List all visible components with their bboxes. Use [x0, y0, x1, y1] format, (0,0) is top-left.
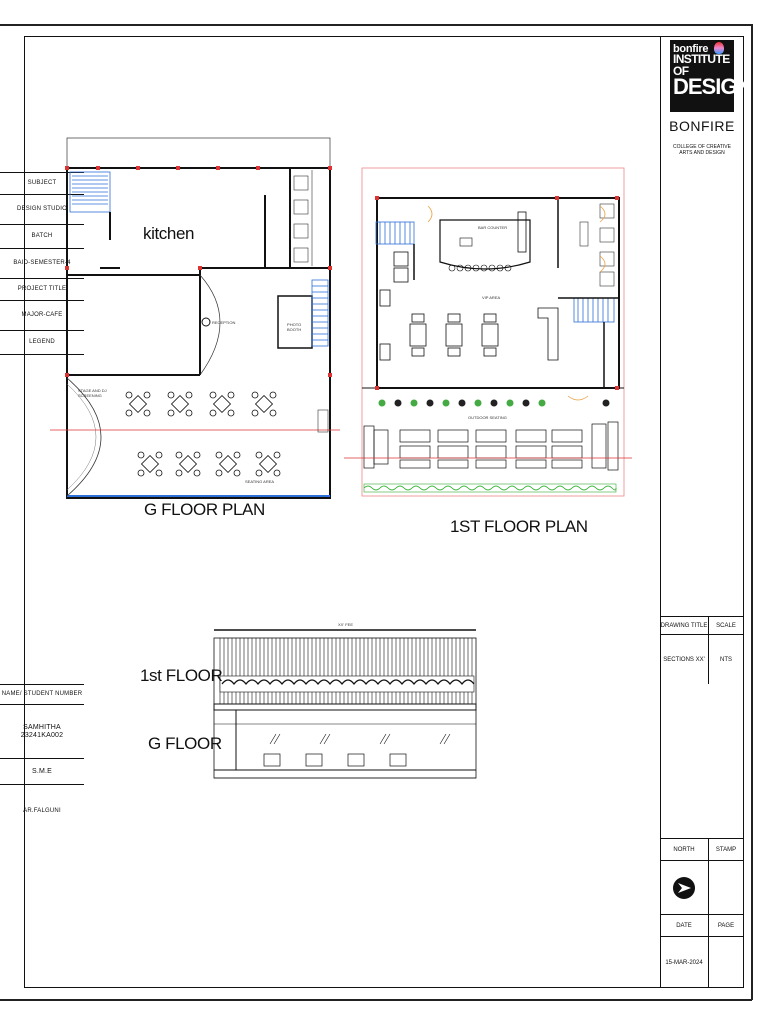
reception-label: RECEPTION: [212, 320, 236, 325]
institute-logo: bonfire INSTITUTE OF DESIGN: [670, 40, 752, 112]
bar-counter-label: BAR COUNTER: [478, 225, 508, 230]
scale-value: NTS: [708, 634, 744, 684]
section-mark: XX' FEE: [338, 622, 353, 627]
legend-label: LEGEND: [0, 330, 84, 354]
date-value: 15-MAR-2024: [660, 936, 708, 988]
hedge-bottom: [363, 483, 617, 493]
stamp-label: STAMP: [708, 838, 744, 860]
section-ground-floor-label: G FLOOR: [148, 734, 222, 753]
page-label: PAGE: [708, 914, 744, 936]
north-label: NORTH: [660, 838, 708, 860]
sme-value: AR.FALGUNI: [0, 784, 84, 838]
project-title-label: PROJECT TITLE: [0, 278, 84, 300]
north-arrow-cell: [660, 860, 708, 914]
first-floor-title: 1ST FLOOR PLAN: [450, 517, 588, 536]
divider: [708, 838, 709, 988]
drawing-title-value: SECTIONS XX': [660, 634, 708, 684]
sheet-border-right: [751, 24, 753, 1000]
student-info: SAMHITHA 23241KA002: [0, 704, 84, 758]
batch-value: BAID-SEMESTER-4: [0, 248, 84, 278]
divider: [708, 616, 709, 684]
outdoor-seating-label: OUTDOOR SEATING: [468, 415, 507, 420]
legend-area: [0, 354, 84, 616]
vip-area-label: VIP AREA: [482, 295, 501, 300]
ground-floor-title: G FLOOR PLAN: [144, 500, 265, 519]
batch-label: BATCH: [0, 224, 84, 248]
brand-name: BONFIRE: [669, 118, 735, 134]
stamp-cell: [708, 860, 744, 914]
ground-tables: [125, 391, 281, 477]
title-block: [660, 36, 744, 988]
flame-icon: [714, 42, 724, 54]
brand-subtitle: COLLEGE OF CREATIVE ARTS AND DESIGN: [673, 144, 731, 156]
seating-area-label: SEATING AREA: [245, 479, 275, 484]
kitchen-label: kitchen: [143, 224, 195, 243]
student-label: NAME/ STUDENT NUMBER: [0, 684, 84, 704]
planters-top: [378, 399, 610, 407]
subject-label: SUBJECT: [0, 172, 84, 194]
sheet-border-top: [0, 24, 752, 26]
subject-value: DESIGN STUDIO: [0, 194, 84, 224]
north-arrow-icon: [673, 876, 695, 899]
sme-label: S.M.E: [0, 758, 84, 784]
page-value: [708, 936, 744, 988]
drawing-title-label: DRAWING TITLE: [660, 616, 708, 634]
project-title-value: MAJOR-CAFE: [0, 300, 84, 330]
section-first-floor-label: 1st FLOOR: [140, 666, 223, 685]
scale-label: SCALE: [708, 616, 744, 634]
railing-lines: [219, 638, 473, 704]
date-label: DATE: [660, 914, 708, 936]
sheet-border-bottom: [0, 999, 752, 1001]
drawing-frame: [24, 36, 744, 988]
